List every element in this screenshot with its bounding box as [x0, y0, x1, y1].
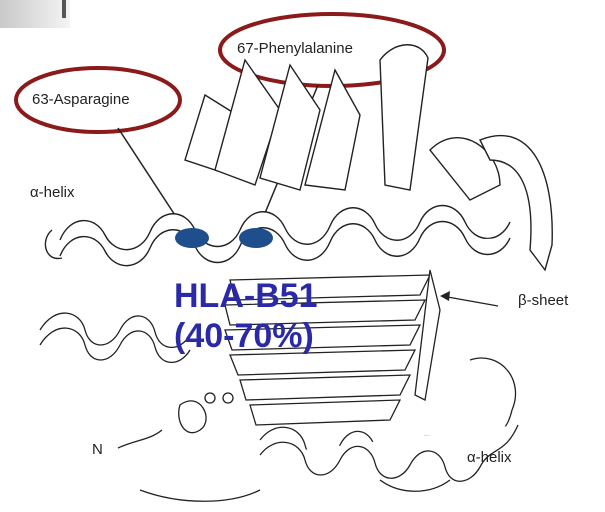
label-67-phenylalanine: 67-Phenylalanine [237, 40, 353, 57]
hla-frequency: (40-70%) [174, 316, 318, 356]
label-alpha-helix-top: α-helix [30, 184, 75, 201]
residue-marker-67 [239, 228, 273, 248]
label-63-asparagine: 63-Asparagine [32, 91, 130, 108]
hla-title: HLA-B51 [174, 276, 318, 316]
upper-alpha-helix [45, 206, 510, 266]
hla-overlay-text: HLA-B51 (40-70%) [174, 276, 318, 356]
beta-sheet-arrow [442, 296, 498, 306]
label-beta-sheet: β-sheet [518, 292, 568, 309]
label-alpha-helix-bottom: α-helix [467, 449, 512, 466]
residue-marker-63 [175, 228, 209, 248]
label-n-terminus: N [92, 441, 103, 458]
beta-sheet-arrowhead [440, 291, 450, 301]
